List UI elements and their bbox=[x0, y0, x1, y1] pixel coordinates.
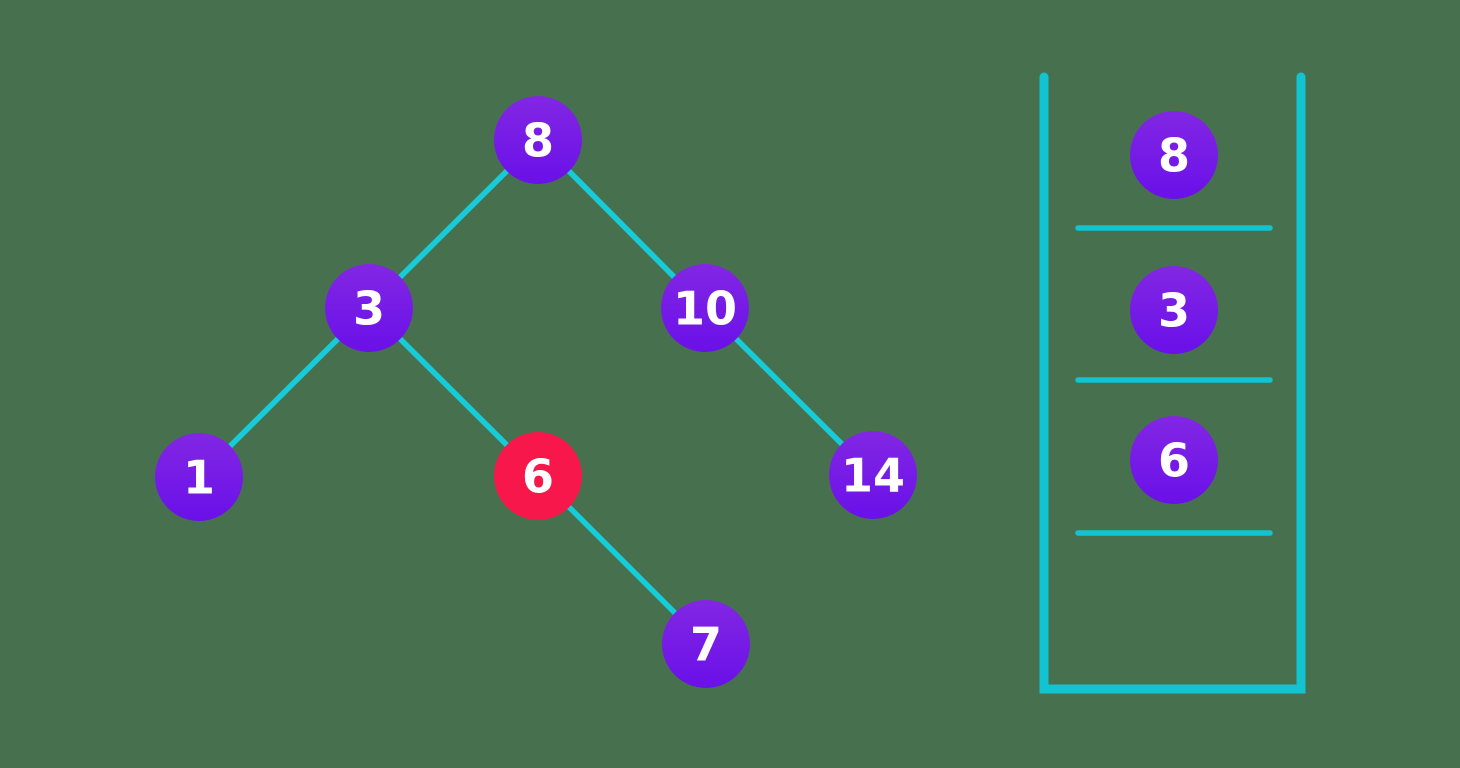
tree-node-7-label: 7 bbox=[690, 618, 722, 672]
tree-node-14 bbox=[829, 431, 917, 519]
stack-container-outline bbox=[1039, 72, 1306, 694]
stack-item-8 bbox=[1130, 111, 1218, 199]
tree-node-10-label: 10 bbox=[673, 282, 737, 336]
tree-node-3 bbox=[325, 264, 413, 352]
stack-item-8-label: 8 bbox=[1158, 129, 1190, 183]
tree-node-8-label: 8 bbox=[522, 114, 554, 168]
tree-node-14-label: 14 bbox=[841, 449, 905, 503]
tree-node-7 bbox=[662, 600, 750, 688]
tree-node-8 bbox=[494, 96, 582, 184]
stack-item-3-label: 3 bbox=[1158, 284, 1190, 338]
stack-item-6 bbox=[1130, 416, 1218, 504]
stack-item-3 bbox=[1130, 266, 1218, 354]
stack-item-6-label: 6 bbox=[1158, 434, 1190, 488]
tree-node-1-label: 1 bbox=[183, 451, 215, 505]
tree-node-3-label: 3 bbox=[353, 282, 385, 336]
tree-node-highlighted-6 bbox=[494, 432, 582, 520]
tree-node-10 bbox=[661, 264, 749, 352]
tree-node-1 bbox=[155, 433, 243, 521]
tree-node-highlighted-6-label: 6 bbox=[522, 450, 554, 504]
